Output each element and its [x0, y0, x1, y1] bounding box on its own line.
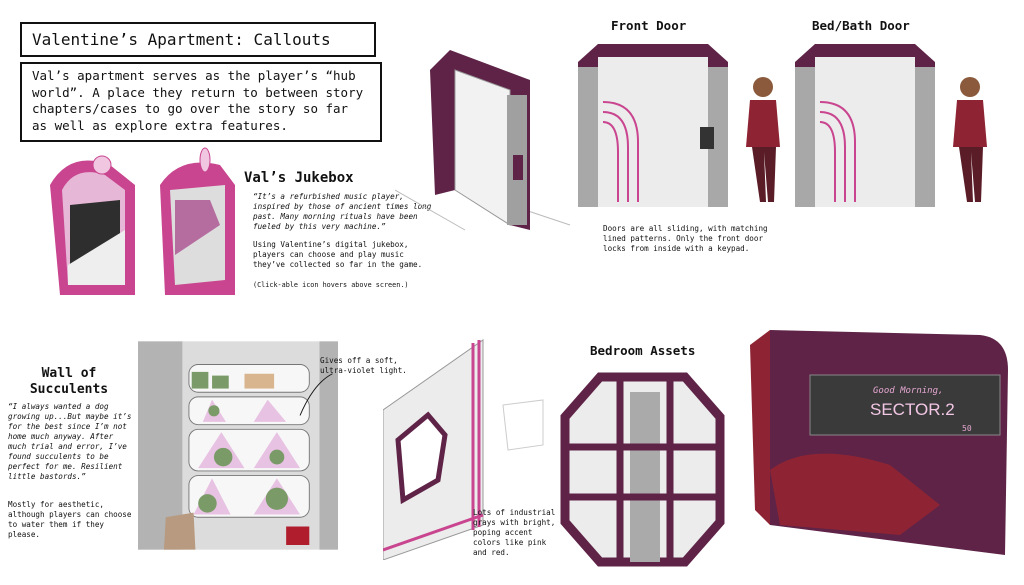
front-door-illustration — [578, 44, 780, 207]
screen-sector: SECTOR.2 — [870, 400, 955, 419]
bedroom-wall-illustration — [383, 339, 544, 560]
bed-bath-door-label: Bed/Bath Door — [812, 18, 910, 33]
screen-greeting: Good Morning, — [873, 386, 944, 396]
jukebox-body: Using Valentine’s digital jukebox, playe… — [253, 240, 423, 269]
bedroom-window-illustration — [560, 372, 725, 567]
bedroom-note: Lots of industrial grays with bright, po… — [473, 508, 556, 557]
doors-note: Doors are all sliding, with matching lin… — [603, 224, 768, 253]
jukebox-illustration — [50, 147, 235, 295]
front-door-label: Front Door — [611, 18, 687, 33]
succulents-heading: Wall of Succulents — [29, 366, 109, 397]
succulents-quote: “I always wanted a dog growing up...But … — [8, 402, 132, 481]
jukebox-quote: “It’s a refurbished music player, inspir… — [253, 192, 432, 231]
door-perspective-illustration — [395, 50, 571, 231]
succulents-light-note: Gives off a soft, ultra-violet light. — [320, 356, 407, 375]
succulents-body: Mostly for aesthetic, although players c… — [8, 500, 132, 539]
page-title: Valentine’s Apartment: Callouts — [20, 22, 376, 57]
jukebox-heading: Val’s Jukebox — [244, 170, 354, 186]
bed-screen-illustration — [750, 330, 1008, 555]
description-box: Val’s apartment serves as the player’s “… — [20, 62, 382, 142]
bedroom-heading: Bedroom Assets — [590, 343, 696, 358]
succulent-wall-illustration — [138, 341, 338, 550]
bed-bath-door-illustration — [795, 44, 987, 207]
screen-temperature: 50 — [962, 424, 972, 433]
jukebox-footnote: (Click-able icon hovers above screen.) — [253, 281, 409, 289]
